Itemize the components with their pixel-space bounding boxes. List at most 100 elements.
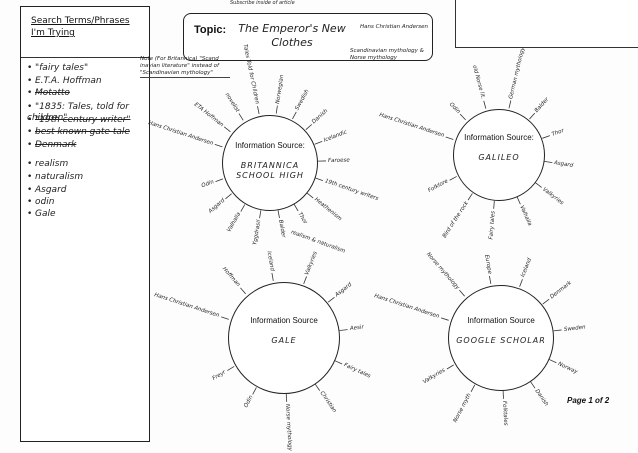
spoke-line [275,105,278,114]
spoke-line [314,141,323,145]
spoke-line [327,296,335,303]
spoke-line [459,289,465,297]
spoke-line [305,124,313,130]
bullet-icon: • [27,209,33,219]
search-term: •naturalism [27,172,83,183]
spoke-line [293,203,299,212]
information-source-value: BRITANNICA SCHOOL HIGH [236,161,304,180]
spoke-line [519,279,523,287]
page-number: Page 1 of 2 [567,396,610,405]
topic-label: Topic: [194,24,227,36]
information-source-label: Information Source [250,316,318,325]
spoke-line [440,317,449,321]
spoke-line [445,136,454,140]
spoke-line [489,275,492,284]
information-source-label: Information Source [467,316,535,325]
search-term: •Denmark [27,140,76,151]
search-term: •"1835: Tales, told for children" [27,102,139,124]
bullet-icon: • [27,159,33,169]
spoke-line [214,144,223,148]
spoke-line [315,177,324,181]
search-term-text: realism [35,159,69,169]
spoke-line [292,111,297,120]
search-term-text: odin [35,197,55,207]
information-source-value: GALILEO [478,153,520,162]
spoke-line [215,178,224,182]
search-term-text: E.T.A. Hoffman [35,76,102,86]
spoke-line [542,135,550,139]
search-term-text: "fairy tales" [35,63,89,73]
bullet-icon: • [27,140,33,150]
spoke-line [240,204,246,212]
search-terms-heading: Search Terms/Phrases I'm Trying [31,16,130,38]
spoke-line [470,384,476,393]
bullet-icon: • [27,197,33,207]
search-term-text: Motatto [35,88,70,98]
information-source-label: Information Source: [235,141,305,150]
spoke-line [544,160,553,163]
spoke-line [483,100,487,109]
spoke-line [227,366,235,371]
search-term-text: "19th century writer" [35,115,131,125]
search-term: •Asgard [27,185,67,196]
search-term: •Gale [27,209,56,220]
search-term: •E.T.A. Hoffman [27,76,102,87]
spoke-line [508,100,512,109]
topic-value: The Emperor's New Clothes [238,22,346,49]
spoke-line [467,193,473,201]
spoke-line [493,200,495,209]
bullet-icon: • [27,63,33,73]
bullet-icon: • [27,172,33,182]
spoke-line [221,316,229,320]
spoke-line [535,182,542,188]
search-term-text: Gale [35,209,56,219]
spoke-line [529,112,536,120]
spoke-line [548,359,557,364]
search-term: •realism [27,159,68,170]
search-terms-panel: Search Terms/Phrases I'm Trying •"fairy … [20,6,150,442]
search-term: •"19th century writer" [27,115,130,126]
spoke-line [530,381,536,389]
spoke-label: Faroese [327,157,350,164]
top-note: Subscribe inside of article [230,0,295,6]
search-term: •odin [27,197,54,208]
information-source-value: GOOGLE SCHOLAR [456,336,546,345]
spoke-line [277,210,280,219]
spoke-line [257,106,260,115]
spoke-line [306,192,314,199]
spoke-line [446,364,454,370]
search-term: •best known gate tale [27,127,130,138]
spoke-line [223,126,231,133]
bullet-icon: • [27,185,33,195]
spoke-line [238,113,244,121]
spoke-line [516,196,521,205]
spoke-line [303,276,307,285]
panel-divider [21,57,149,58]
spoke-line [252,387,257,395]
spoke-line [271,272,274,281]
bullet-icon: • [27,88,33,98]
search-term-text: Denmark [35,140,77,150]
information-source-circle: Information Source:GALILEO [453,109,545,201]
bullet-icon: • [27,127,33,137]
search-term: •Motatto [27,88,70,99]
spoke-line [240,287,246,295]
topic-box: Topic: The Emperor's New Clothes Hans Ch… [183,13,433,61]
bullet-icon: • [27,76,33,86]
britannica-note: Note (For Britannica) "Scand inavian lit… [140,56,230,78]
spoke-label: Folktales [500,400,509,426]
search-term-text: best known gate tale [35,127,130,137]
search-term-text: Asgard [35,185,67,195]
spoke-line [339,329,348,331]
spoke-line [334,360,343,365]
information-source-circle: Information Source: BRITANNICA SCHOOL HIG… [222,115,318,211]
topic-side-note: Hans Christian Andersen [360,24,428,30]
bullet-icon: • [27,102,33,112]
bullet-icon: • [27,115,33,125]
search-term-text: "1835: Tales, told for children" [27,102,129,123]
search-term-text: naturalism [35,172,84,182]
blank-box [455,0,638,48]
